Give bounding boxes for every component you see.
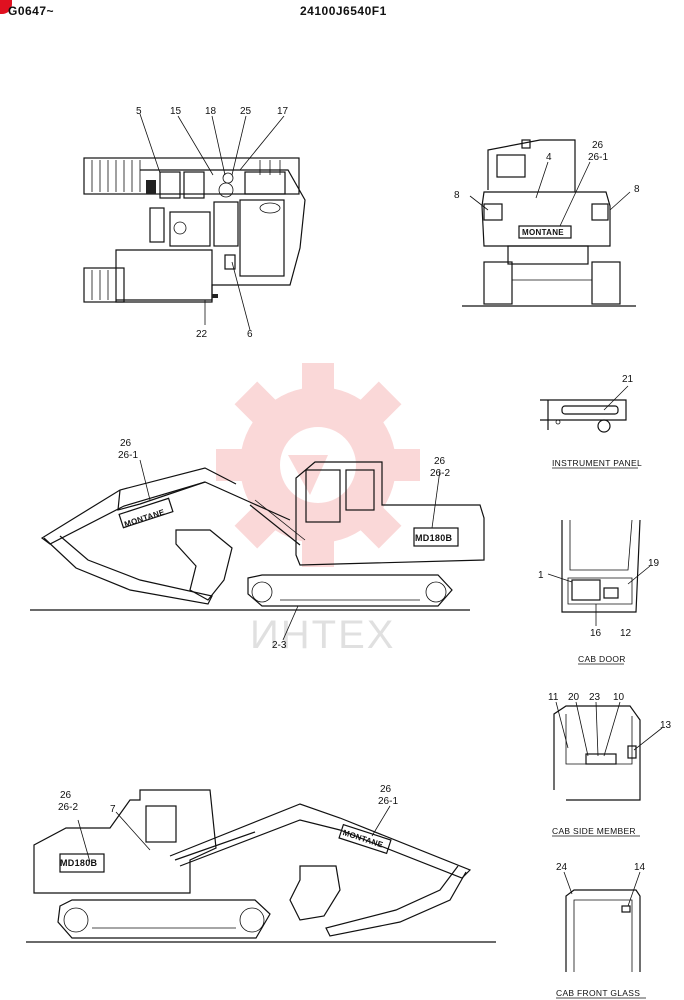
top-view-label-25: 25 <box>240 106 252 117</box>
top-view-label-15: 15 <box>170 106 182 117</box>
side1-label-26-2: 26-2 <box>430 468 450 479</box>
top-view-label-22: 22 <box>196 329 208 340</box>
instrument-panel-detail: 21 INSTRUMENT PANEL <box>540 374 642 469</box>
cab-side-label-11: 11 <box>548 692 559 703</box>
cab-side-label-23: 23 <box>589 692 601 703</box>
cab-side-member-caption: CAB SIDE MEMBER <box>552 826 636 836</box>
front-glass-label-24: 24 <box>556 862 568 873</box>
side1-label-26-left: 26 <box>120 438 132 449</box>
cab-side-label-10: 10 <box>613 692 625 703</box>
rear-view: MONTANE 26 26-1 4 8 8 <box>454 139 640 307</box>
cab-front-glass-detail: 24 14 CAB FRONT GLASS <box>556 862 646 999</box>
drawing-code-right: 24100J6540F1 <box>300 4 387 18</box>
side2-label-7: 7 <box>110 804 116 815</box>
cab-side-label-13: 13 <box>660 720 672 731</box>
top-view-label-17: 17 <box>277 106 289 117</box>
side1-model-decal: MD180B <box>415 533 453 543</box>
cab-side-member-detail: 11 20 23 10 13 CAB SIDE MEMBER <box>548 692 672 837</box>
rear-label-26-1: 26-1 <box>588 152 608 163</box>
side1-label-26-1: 26-1 <box>118 450 138 461</box>
top-view-label-5: 5 <box>136 106 142 117</box>
front-glass-label-14: 14 <box>634 862 646 873</box>
rear-label-8-right: 8 <box>634 184 640 195</box>
cab-door-label-1: 1 <box>538 570 544 581</box>
top-view-label-6: 6 <box>247 329 253 340</box>
cab-door-caption: CAB DOOR <box>578 654 626 664</box>
side2-model-decal: MD180B <box>60 858 98 868</box>
side2-label-26-2: 26-2 <box>58 802 78 813</box>
cab-door-label-12: 12 <box>620 628 632 639</box>
cab-front-glass-caption: CAB FRONT GLASS <box>556 988 640 998</box>
rear-label-26: 26 <box>592 140 604 151</box>
top-view: 5 15 18 25 17 22 6 <box>83 106 306 340</box>
instrument-label-21: 21 <box>622 374 634 385</box>
side1-label-2-3: 2-3 <box>272 640 287 651</box>
cab-door-label-16: 16 <box>590 628 602 639</box>
side2-label-26-left: 26 <box>60 790 72 801</box>
side2-label-26-right: 26 <box>380 784 392 795</box>
watermark-text: ИНТЕХ <box>250 613 395 657</box>
rear-label-4: 4 <box>546 152 552 163</box>
cab-door-detail: 1 19 16 12 CAB DOOR <box>538 519 660 665</box>
side1-label-26-right: 26 <box>434 456 446 467</box>
instrument-panel-caption: INSTRUMENT PANEL <box>552 458 642 468</box>
svg-text:MONTANE: MONTANE <box>522 228 564 237</box>
watermark: ИНТЕХ <box>216 363 420 657</box>
side-view-left: MD180B MONTANE 26 26-1 26 26-2 2-3 <box>30 438 485 651</box>
cab-door-label-19: 19 <box>648 558 660 569</box>
top-view-label-18: 18 <box>205 106 217 117</box>
watermark-gear-icon <box>216 363 420 567</box>
rear-brand-decal: MONTANE <box>518 225 572 239</box>
side-view-right: MD180B MONTANE 26 26-2 7 26 26-1 <box>26 784 496 943</box>
corner-mark <box>0 0 12 14</box>
drawing-code-left: G0647~ <box>8 4 55 18</box>
cab-side-label-20: 20 <box>568 692 580 703</box>
rear-label-8-left: 8 <box>454 190 460 201</box>
side2-label-26-1: 26-1 <box>378 796 398 807</box>
